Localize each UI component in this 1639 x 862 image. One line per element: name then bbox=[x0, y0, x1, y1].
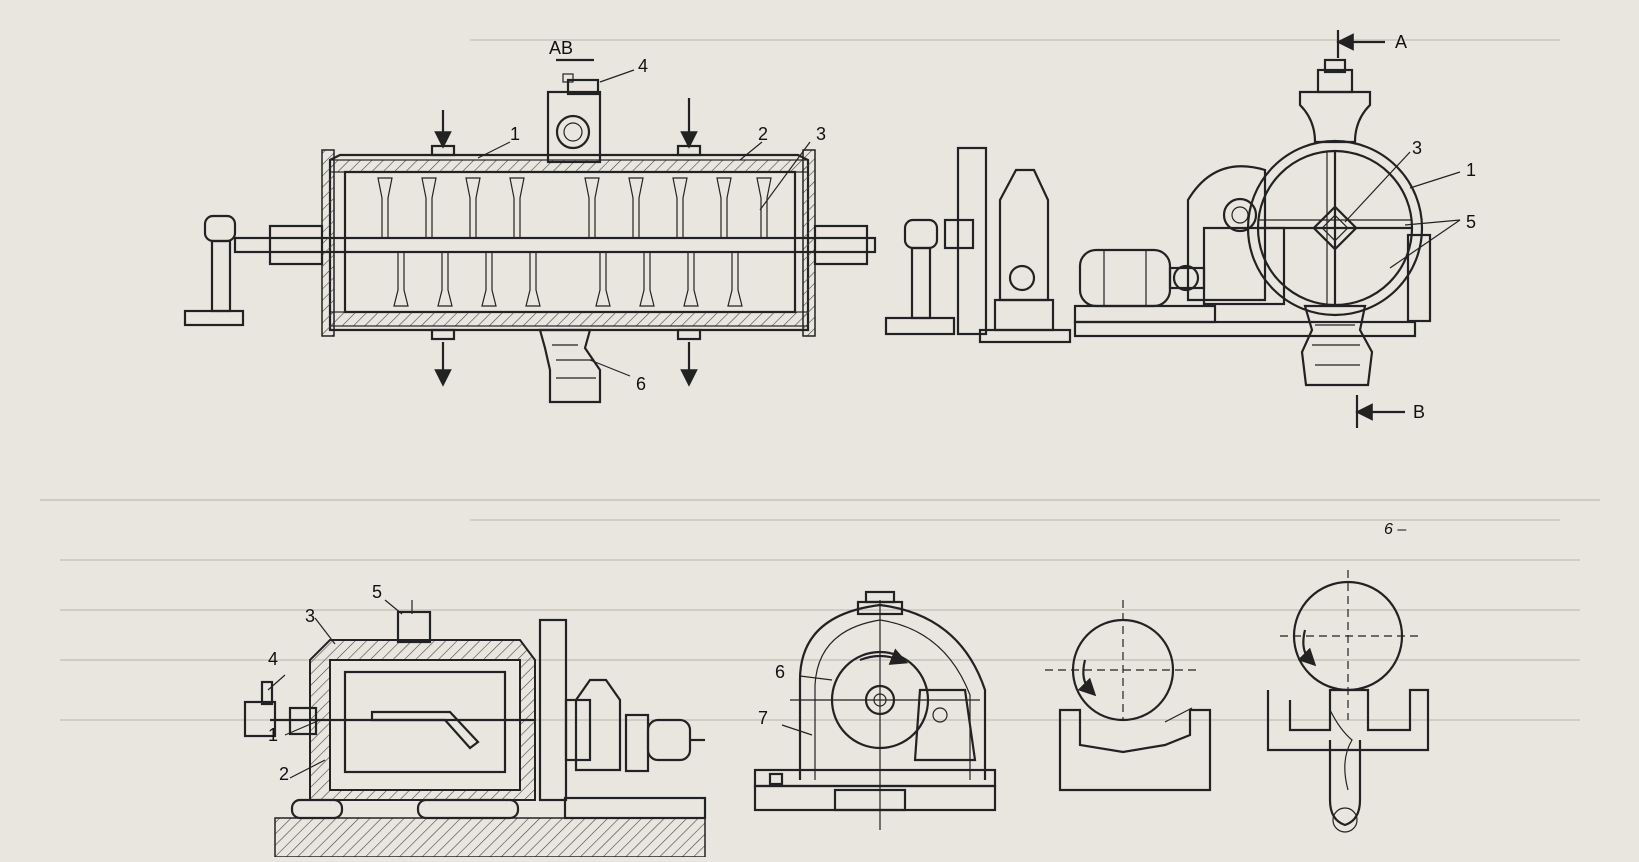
drum-feed-scheme-2 bbox=[1266, 570, 1430, 833]
label-3: 3 bbox=[1412, 138, 1422, 158]
steam-inlet-nozzle-2 bbox=[676, 144, 702, 157]
drum-feed-scheme-1 bbox=[1045, 600, 1212, 792]
left-bearing-pedestal bbox=[183, 214, 245, 327]
condensate-outlet-nozzle-2 bbox=[676, 328, 702, 341]
label-2: 2 bbox=[758, 124, 768, 144]
label-1: 1 bbox=[510, 124, 520, 144]
gear-reducer bbox=[1073, 165, 1417, 338]
label-3: 3 bbox=[816, 124, 826, 144]
drum-section bbox=[1246, 58, 1432, 387]
discharge-chute bbox=[538, 328, 602, 404]
label-4: 4 bbox=[268, 649, 278, 669]
label-7: 7 bbox=[758, 708, 768, 728]
label-AB: AB bbox=[549, 38, 573, 58]
label-1: 1 bbox=[268, 725, 278, 745]
label-5: 5 bbox=[1466, 212, 1476, 232]
feed-hopper bbox=[546, 58, 602, 164]
paddles-lower bbox=[393, 251, 743, 307]
label-3: 3 bbox=[305, 606, 315, 626]
drive-unit bbox=[884, 146, 1072, 344]
label-6: 6 bbox=[775, 662, 785, 682]
horizontal-paddle-dryer: AB 1 2 3 4 6 bbox=[183, 38, 1072, 404]
label-B: B bbox=[1413, 402, 1425, 422]
main-shaft bbox=[233, 236, 877, 254]
dryer-shell bbox=[268, 149, 869, 337]
rotation-arrow-icon bbox=[859, 648, 909, 665]
caption-fragment: 6 – bbox=[1384, 521, 1406, 538]
label-2: 2 bbox=[279, 764, 289, 784]
label-6: 6 bbox=[636, 374, 646, 394]
label-A: A bbox=[1395, 32, 1407, 52]
foundation bbox=[274, 817, 706, 858]
electric-motor bbox=[1073, 248, 1217, 324]
paddles-upper bbox=[377, 177, 772, 239]
label-5: 5 bbox=[372, 582, 382, 602]
label-4: 4 bbox=[638, 56, 648, 76]
steam-inlet-nozzle bbox=[430, 144, 456, 157]
vacuum-dryer-section: 4 1 2 3 5 bbox=[243, 582, 707, 858]
dryer-cross-section: A B 1 3 5 6 – bbox=[1073, 30, 1476, 538]
condensate-outlet-nozzle bbox=[430, 328, 456, 341]
drum-dryer-section: 6 7 bbox=[753, 590, 997, 830]
label-1: 1 bbox=[1466, 160, 1476, 180]
